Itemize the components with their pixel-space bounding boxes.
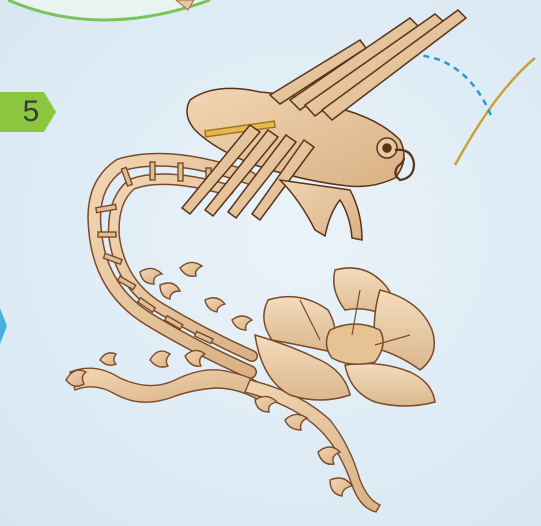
step-number: 5 — [14, 94, 48, 130]
gold-wire-part — [455, 58, 535, 165]
bird-wings — [270, 10, 466, 120]
bird-lower-plate — [280, 180, 362, 240]
flower-petal-bottom-right — [345, 364, 435, 406]
flower — [255, 268, 435, 406]
left-blue-arrow-icon — [0, 308, 7, 344]
hummingbird-assembly — [182, 10, 466, 240]
flower-petal-right — [374, 290, 434, 370]
flower-center — [326, 324, 383, 364]
step-badge: 5 — [0, 92, 56, 132]
